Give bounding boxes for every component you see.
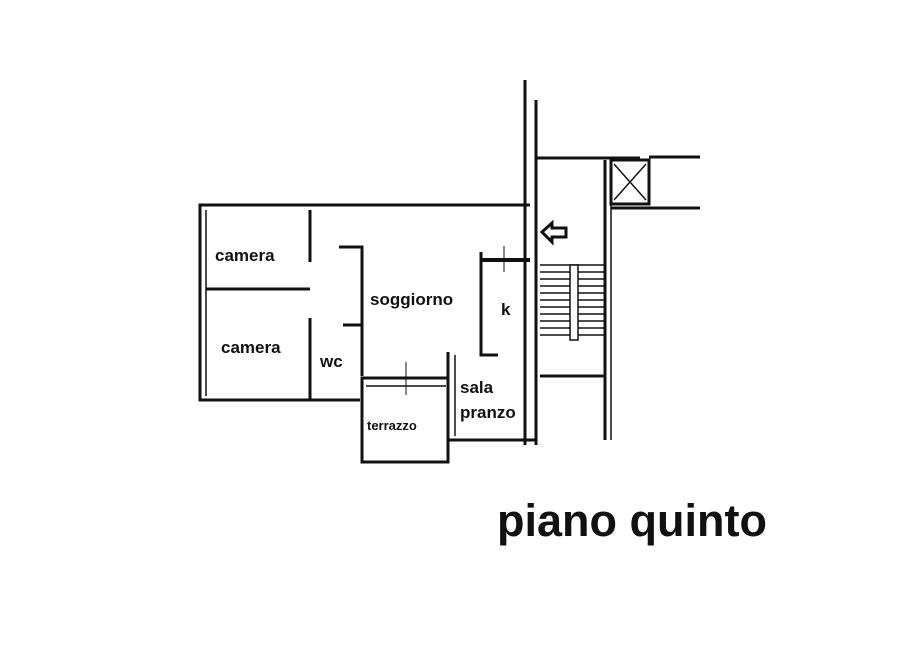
elevator-shaft xyxy=(609,158,651,206)
room-label-camera: camera xyxy=(221,338,281,357)
floor-title: piano quinto xyxy=(497,495,767,546)
room-label-wc: wc xyxy=(319,352,343,371)
room-label-k: k xyxy=(501,300,511,319)
walls xyxy=(198,80,700,464)
room-label-soggiorno: soggiorno xyxy=(370,290,453,309)
sala-pranzo-wall xyxy=(446,352,535,442)
room-label-camera: camera xyxy=(215,246,275,265)
wc-wall-right xyxy=(339,245,364,376)
room-label-sala: sala xyxy=(460,378,494,397)
stair-well xyxy=(569,264,579,341)
room-label-pranzo: pranzo xyxy=(460,403,516,422)
kitchen-wall xyxy=(479,252,498,357)
elevator-cross-icon xyxy=(613,163,647,201)
room-label-terrazzo: terrazzo xyxy=(367,418,417,433)
outer-wall xyxy=(198,203,530,402)
stairs xyxy=(540,264,605,341)
arrow-left-icon xyxy=(539,219,568,246)
